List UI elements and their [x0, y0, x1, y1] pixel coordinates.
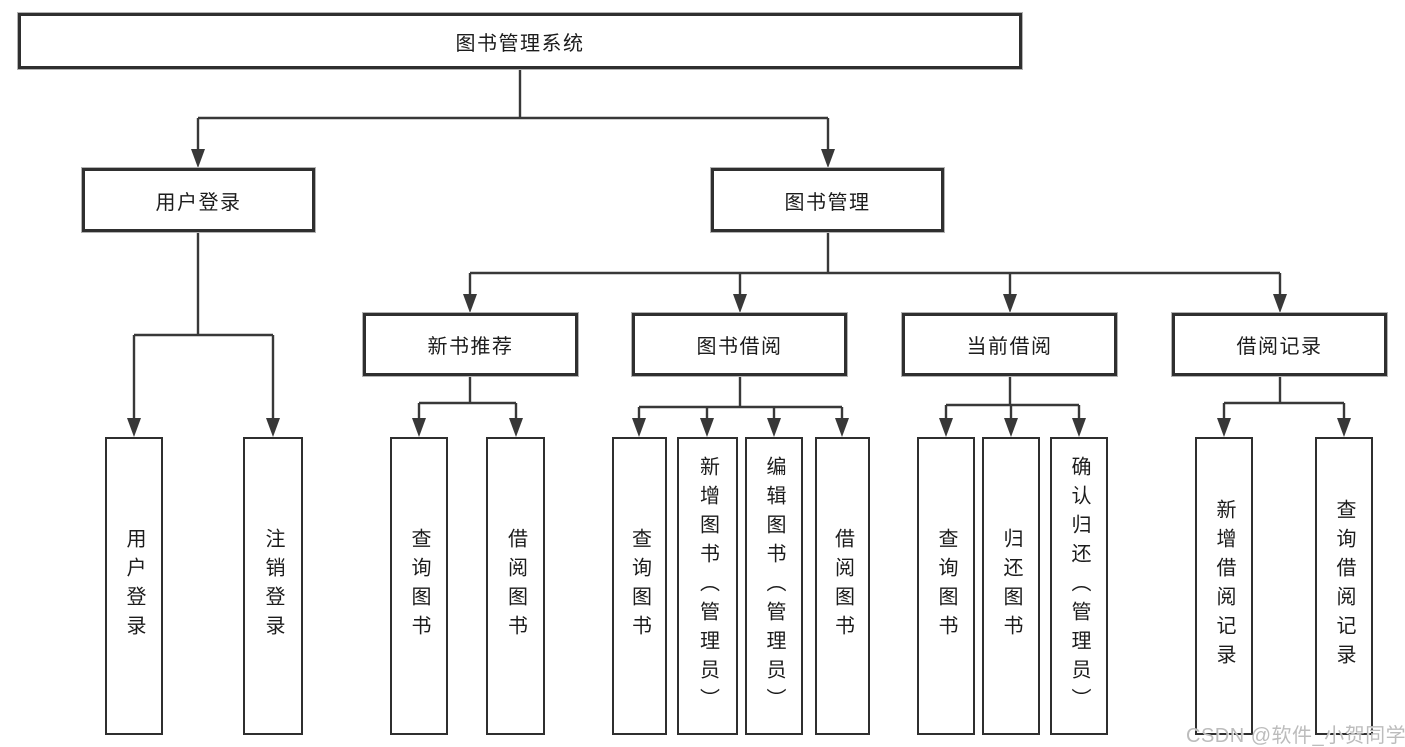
node-current-borrowing: 当前借阅 [902, 313, 1117, 376]
node-book-management: 图书管理 [711, 168, 944, 232]
arrowhead-icons [127, 149, 1351, 437]
node-leaf-confirm-return-admin: 确认归还（管理员） [1050, 437, 1108, 735]
node-leaf-borrow-books-recommend: 借阅图书 [486, 437, 545, 735]
node-label: 用户登录 [155, 191, 242, 214]
node-label: 借阅图书 [504, 528, 527, 644]
node-borrow-records: 借阅记录 [1172, 313, 1387, 376]
node-label: 查询图书 [408, 528, 430, 644]
node-leaf-borrow-books-borrowing: 借阅图书 [815, 437, 870, 735]
node-label: 新增借阅记录 [1213, 499, 1235, 673]
node-label: 借阅记录 [1236, 336, 1323, 358]
csdn-watermark: CSDN @软件_小贺同学 [1186, 725, 1405, 747]
node-leaf-user-login: 用户登录 [105, 437, 163, 735]
node-label: 新增图书（管理员） [696, 455, 719, 717]
node-leaf-query-borrow-record: 查询借阅记录 [1315, 437, 1373, 735]
node-leaf-query-books-current: 查询图书 [917, 437, 975, 735]
node-leaf-return-books: 归还图书 [982, 437, 1040, 735]
node-label: 当前借阅 [966, 336, 1053, 358]
node-label: 借阅图书 [831, 528, 854, 644]
node-label: 编辑图书（管理员） [763, 455, 785, 717]
node-label: 查询图书 [628, 528, 651, 644]
node-new-book-recommend: 新书推荐 [363, 313, 578, 376]
node-library-system: 图书管理系统 [18, 13, 1022, 69]
node-label: 用户登录 [123, 528, 145, 644]
node-label: 查询借阅记录 [1333, 499, 1355, 673]
node-leaf-add-borrow-record: 新增借阅记录 [1195, 437, 1253, 735]
node-leaf-edit-books-admin: 编辑图书（管理员） [745, 437, 803, 735]
node-leaf-query-books-borrowing: 查询图书 [612, 437, 667, 735]
node-book-borrowing: 图书借阅 [632, 313, 847, 376]
node-label: 图书管理 [784, 191, 871, 214]
node-label: 图书管理系统 [455, 32, 585, 55]
node-leaf-logout: 注销登录 [243, 437, 303, 735]
node-user-login: 用户登录 [82, 168, 315, 232]
node-label: 确认归还（管理员） [1068, 455, 1090, 717]
node-leaf-query-books-recommend: 查询图书 [390, 437, 448, 735]
node-label: 图书借阅 [696, 336, 783, 358]
node-label: 注销登录 [262, 528, 284, 644]
node-label: 归还图书 [1000, 528, 1022, 644]
node-leaf-add-books-admin: 新增图书（管理员） [677, 437, 738, 735]
node-label: 新书推荐 [427, 336, 514, 358]
node-label: 查询图书 [935, 528, 957, 644]
